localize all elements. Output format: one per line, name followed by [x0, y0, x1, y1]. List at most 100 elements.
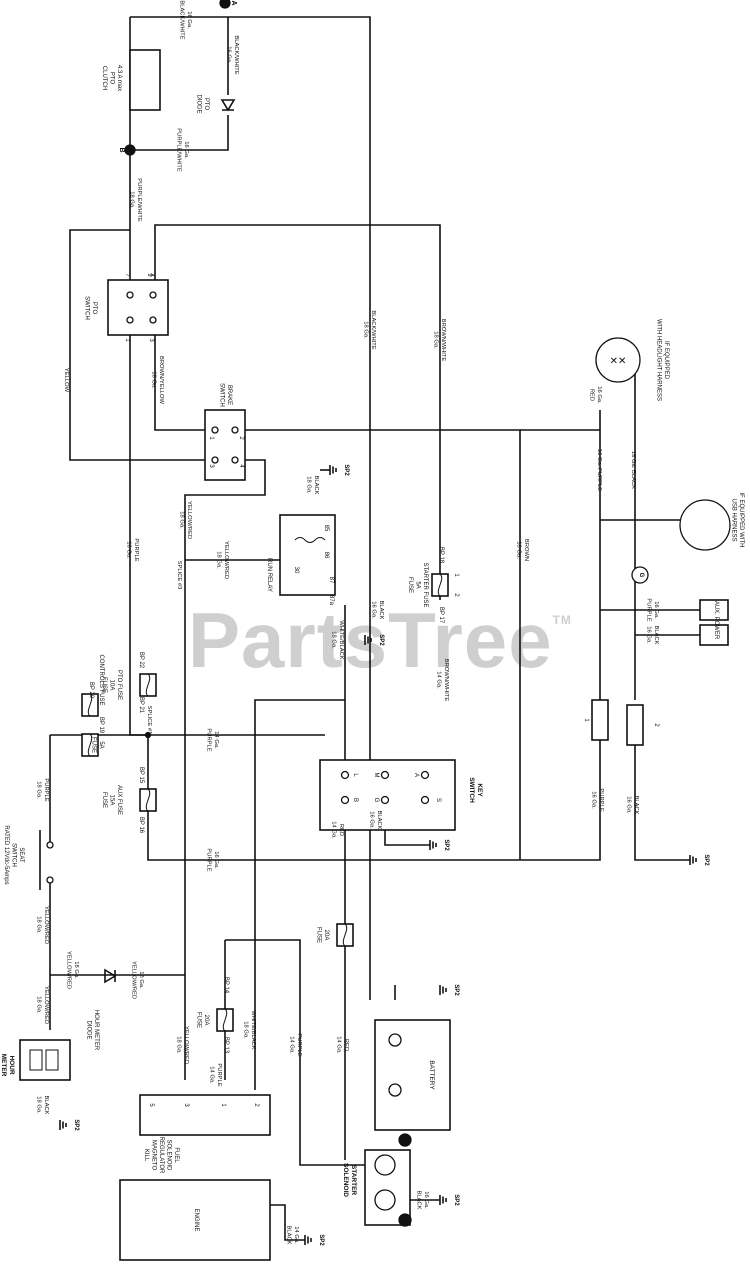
wire-yellow: [69, 229, 210, 461]
splice-1-dot: [144, 731, 152, 739]
pin-number: 5: [148, 1103, 154, 1107]
pin-number-line: 7: [124, 273, 130, 277]
ground-label: SP2: [318, 1234, 324, 1246]
bp-label: BP 14: [223, 977, 229, 994]
wire-label-yellow_red_diode2: 18 Ga.YELLOW/RED: [131, 961, 144, 999]
pto-switch-contact: [149, 291, 157, 299]
wire-label-purple_16-line: 16 Ga.: [126, 541, 132, 559]
connector-1: [591, 699, 609, 741]
key-switch-terminal: [380, 770, 390, 780]
pto-clutch-label-line: 4.3 A max: [116, 65, 122, 91]
wire-label-purple_18_seat-line: PURPLE: [43, 778, 49, 801]
wire-label-white_black_18-line: WHITE/BLACK: [338, 620, 344, 659]
wire-label-red_14_bat-line: 14 Ga.: [336, 1036, 342, 1054]
wire-label-splice3: SPLICE #3: [176, 561, 182, 590]
fuse-20a-top: [336, 923, 354, 947]
pin-number: S: [435, 798, 441, 802]
starter-fuse: [431, 573, 449, 597]
wire-label-black_18_relay-line: 18 Ga.: [306, 476, 312, 494]
run-relay-label-line: RUN RELAY: [266, 558, 272, 592]
pin-number-line: 1: [453, 573, 459, 577]
wire-label-yellow_red_diode-line: 18 Ga.: [73, 961, 79, 979]
key-switch-label-line: KEY: [476, 783, 483, 797]
pin-number: 1: [583, 718, 589, 722]
wire-label-blk_wht_top-line: 16 Ga.: [186, 11, 192, 29]
engine-terminal-block: [139, 1094, 271, 1136]
bp-label-line: BP 21: [138, 697, 144, 714]
node-b-label-line: B: [118, 147, 125, 152]
fuse-element: [222, 1008, 228, 1032]
ground-label: SP2: [453, 984, 459, 996]
pto-fuse-label-line: FUSE: [101, 677, 107, 693]
pin-number-line: 2: [238, 436, 244, 440]
wire-label-purple_14_eng-line: 14 Ga.: [209, 1066, 215, 1084]
ground-label-line: SP2: [703, 854, 709, 866]
brake-switch-label-line: SWITCH: [219, 383, 225, 407]
pto-clutch-label-line: PTO: [109, 72, 115, 85]
aux-power-conn: [699, 599, 729, 621]
hour-meter-diode-label-line: HOUR METER: [93, 1010, 99, 1051]
fuse-element: [145, 673, 151, 697]
wire-label-blk_wht_top-line: BLACK/WHITE: [179, 0, 185, 39]
key-switch-label-line: SWITCH: [468, 777, 475, 803]
wire-label-red_16_hl: 16 Ga.RED: [589, 386, 602, 404]
bp-label: BP 22: [138, 652, 144, 669]
connector-2: [626, 704, 644, 746]
pin-number: 2: [238, 436, 244, 440]
wire-label-pur_wht_top: 16 Ga.PURPLE/WHITE: [176, 128, 189, 172]
aux-power-conn: [699, 624, 729, 646]
wire-label-yellow_red_seat-line: YELLOW/RED: [43, 906, 49, 944]
wire-label-yellow_red_h-line: YELLOW/RED: [223, 541, 229, 579]
controls-fuse-label: CONTROLS FUSE: [98, 654, 104, 705]
ground-label-line: SP2: [73, 1119, 79, 1131]
wire-label-white_black_18-line: 18 Ga.: [331, 631, 337, 649]
battery: [374, 1019, 451, 1131]
fuse-5a-label-line: FUSE: [91, 737, 97, 753]
wire-label-yellow_red_diode2-line: YELLOW/RED: [131, 961, 137, 999]
pin-number-line: S: [435, 798, 441, 802]
pin-number-line: 1: [208, 436, 214, 440]
pin-number-line: 2: [453, 593, 459, 597]
key-switch: [319, 759, 456, 831]
engine-label-line: ENGINE: [193, 1208, 199, 1231]
pto-diode-symbol: [220, 99, 236, 112]
pin-number-line: 30: [293, 567, 299, 574]
wire-label-pur_wht_18-line: 18 Ga.: [129, 191, 135, 209]
bp-label: BP 15: [138, 767, 144, 784]
pin-number: 4: [238, 464, 244, 468]
fuse-element: [87, 693, 93, 717]
pto-clutch-label-line: CLUTCH: [101, 66, 107, 90]
node-b-label: B: [118, 147, 125, 152]
bp-label: BP 18: [438, 547, 444, 564]
wire-purple-16-bottom: [147, 735, 601, 861]
wire-label-yellow_red_hm-line: YELLOW/RED: [43, 986, 49, 1024]
bp-label: BP 17: [438, 607, 444, 624]
battery-terminal-pos: [388, 1083, 402, 1097]
ground-relay: SP2: [329, 464, 349, 476]
pin-number: 4: [148, 273, 154, 277]
ground-key: SP2: [429, 839, 449, 851]
engine-terminal-labels-line: FUEL: [173, 1147, 179, 1163]
fuse-20a-bottom: [216, 1008, 234, 1032]
pto-switch-contact: [126, 291, 134, 299]
b1-marker: [398, 1133, 412, 1147]
wire-label-purple_16-line: PURPLE: [133, 538, 139, 561]
bp-label-line: BP 14: [223, 977, 229, 994]
pin-number-line: 85: [323, 525, 329, 532]
wire-label-blk_wht_16-line: BLACK/WHITE: [233, 35, 239, 74]
pin-number: G: [373, 798, 379, 803]
pin-number-line: 86: [323, 552, 329, 559]
